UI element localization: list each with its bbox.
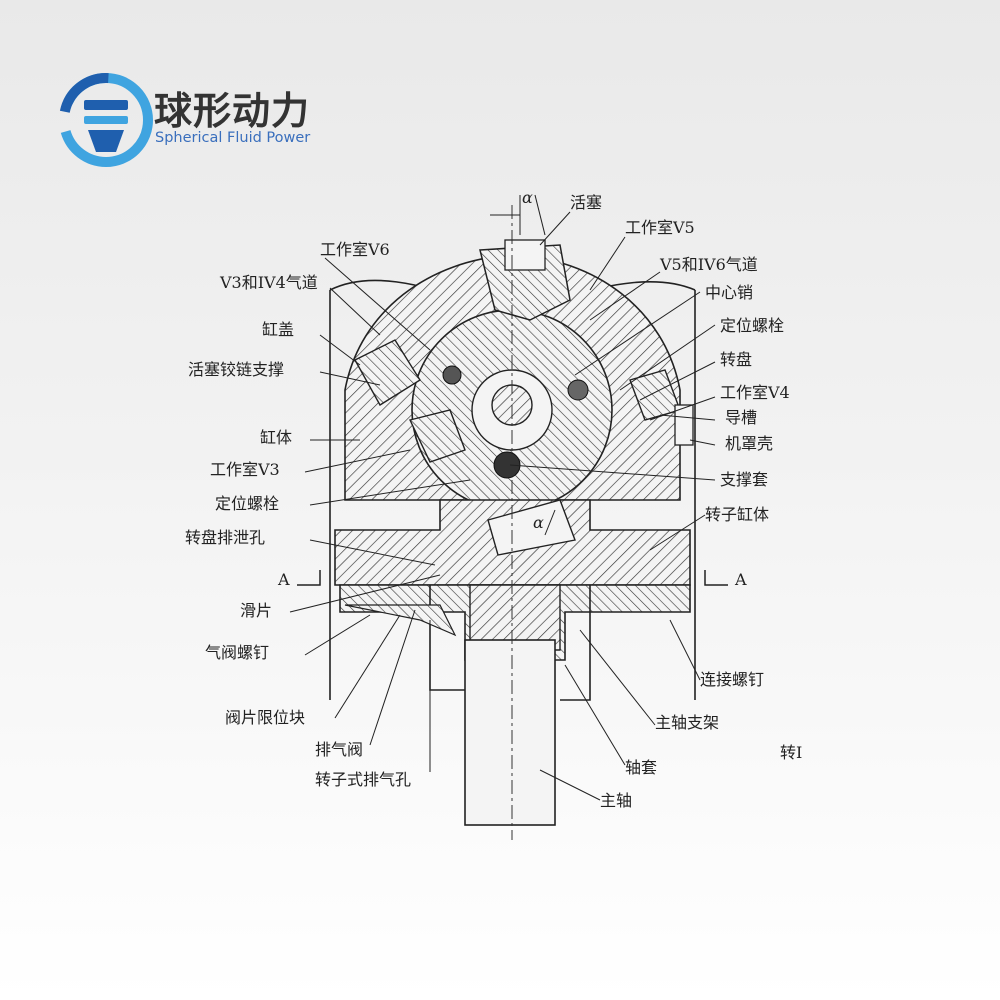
label-connecting-screw: 连接螺钉	[700, 670, 765, 689]
label-center-pin: 中心销	[705, 283, 754, 302]
alpha-angle-marks	[490, 194, 556, 536]
rotor-core	[469, 584, 561, 651]
label-turntable: 转盘	[720, 350, 753, 369]
support-sleeve	[493, 451, 521, 479]
label-valve-stop: 阀片限位块	[225, 708, 306, 727]
label-slide: 滑片	[240, 601, 273, 620]
label-main-shaft: 主轴	[600, 791, 633, 810]
label-passage-v5v6: V5和IV6气道	[660, 255, 758, 274]
label-piston: 活塞	[570, 193, 603, 212]
label-exhaust-valve: 排气阀	[315, 740, 364, 759]
logo-english-name: Spherical Fluid Power	[155, 130, 311, 146]
housing-right-block	[674, 404, 694, 446]
label-piston-hinge-support: 活塞铰链支撑	[188, 360, 285, 379]
label-turntable-drain: 转盘排泄孔	[185, 528, 266, 547]
exhaust-valve-slide	[344, 604, 457, 637]
piston-top-block	[504, 239, 546, 271]
label-guide-slot: 导槽	[725, 408, 758, 427]
main-shaft	[464, 639, 556, 826]
leader-lines	[289, 211, 716, 801]
label-chamber-v4: 工作室V4	[720, 383, 790, 402]
chamber-v3-block	[409, 409, 466, 463]
label-shaft-sleeve: 轴套	[625, 758, 658, 777]
label-locating-bolt-bottom: 定位螺栓	[215, 494, 280, 513]
brand-logo: 球形动力 Spherical Fluid Power	[58, 72, 358, 172]
label-rotation: 转Ⅰ	[780, 743, 803, 762]
label-alpha-bottom: α	[533, 513, 544, 532]
label-cylinder-body: 缸体	[260, 428, 293, 447]
logo-emblem-icon	[59, 73, 153, 167]
label-locating-bolt-top: 定位螺栓	[720, 316, 785, 335]
locating-bolt-b	[567, 379, 589, 401]
label-main-shaft-bracket: 主轴支架	[655, 713, 720, 732]
label-alpha-top: α	[522, 188, 533, 207]
locating-bolt-a	[442, 365, 462, 385]
label-rotor-cylinder: 转子缸体	[705, 505, 770, 524]
label-chamber-v6: 工作室V6	[320, 240, 390, 259]
piston	[479, 244, 571, 321]
label-rotor-exhaust: 转子式排气孔	[315, 770, 412, 789]
label-housing: 机罩壳	[725, 434, 774, 453]
label-valve-screw: 气阀螺钉	[205, 643, 270, 662]
label-cylinder-cover: 缸盖	[262, 320, 295, 339]
label-section-a-right: A	[735, 570, 747, 589]
label-passage-v3v4: V3和IV4气道	[220, 273, 318, 292]
section-markers	[297, 570, 728, 586]
piston-hinge-support	[354, 339, 421, 406]
label-chamber-v3: 工作室V3	[210, 460, 280, 479]
logo-chinese-name: 球形动力	[154, 89, 311, 133]
label-chamber-v5: 工作室V5	[625, 218, 695, 237]
label-section-a-left: A	[278, 570, 290, 589]
label-support-sleeve: 支撑套	[720, 470, 769, 489]
